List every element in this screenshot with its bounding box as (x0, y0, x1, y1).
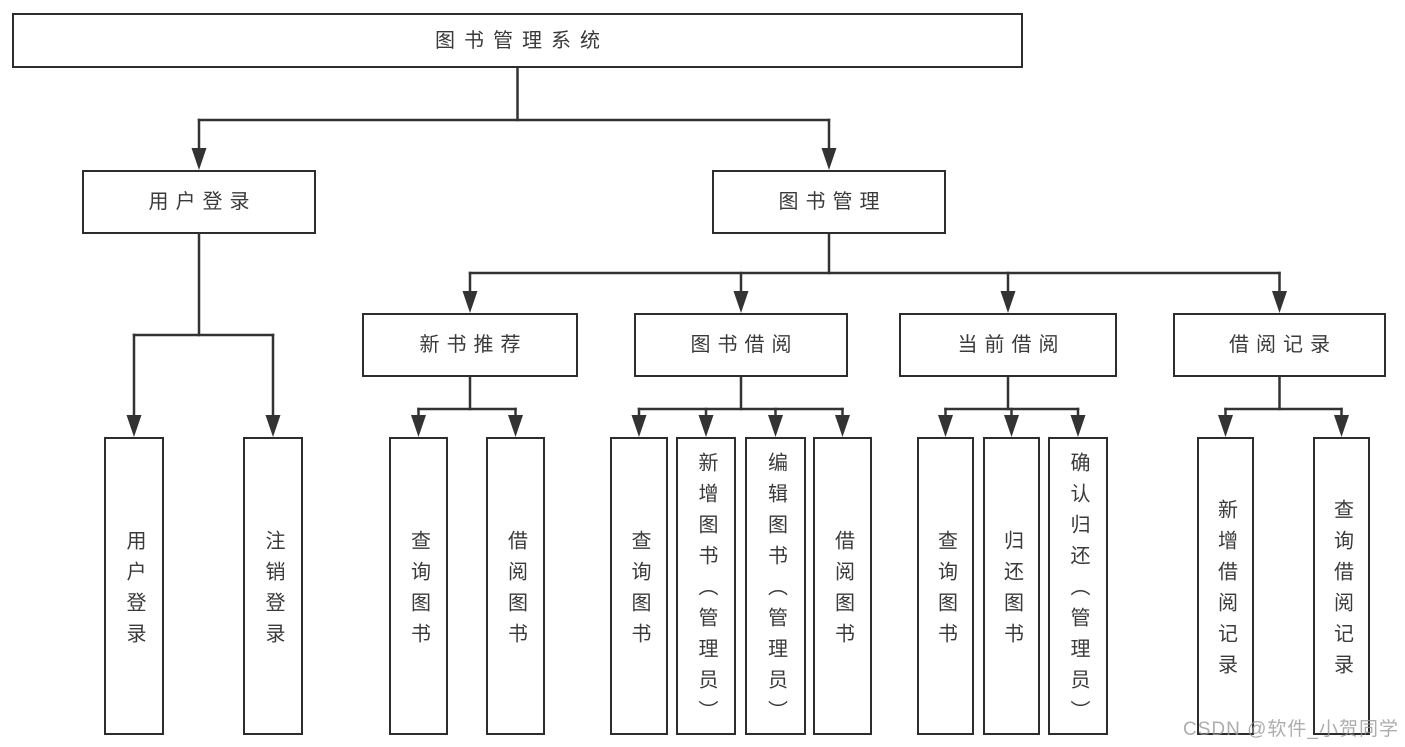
leaf-borrow-books-borrowing: 借阅图书 (813, 437, 872, 735)
arrowhead (768, 415, 783, 437)
arrowhead (462, 291, 478, 313)
leaf-query-books-recommend: 查询图书 (389, 437, 448, 735)
leaf-add-book-admin: 新增图书（管理员） (676, 437, 736, 735)
arrowhead (126, 415, 142, 437)
arrowhead (938, 415, 953, 437)
arrowhead (1070, 415, 1086, 437)
node-book-management: 图书管理 (712, 170, 946, 234)
arrowhead (835, 415, 850, 437)
node-new-book-recommend: 新书推荐 (362, 313, 578, 377)
arrowhead (1000, 291, 1016, 313)
node-user-login-module: 用户登录 (82, 170, 316, 234)
leaf-query-books-current: 查询图书 (917, 437, 974, 735)
node-book-borrowing: 图书借阅 (634, 313, 848, 377)
arrowhead (631, 415, 647, 437)
arrowhead (411, 415, 426, 437)
arrowhead (191, 148, 207, 170)
node-current-borrowing: 当前借阅 (899, 313, 1117, 377)
leaf-query-books-borrowing: 查询图书 (610, 437, 668, 735)
leaf-borrow-books-recommend: 借阅图书 (486, 437, 545, 735)
arrowhead (733, 291, 749, 313)
arrowhead (821, 148, 837, 170)
leaf-query-borrow-record: 查询借阅记录 (1313, 437, 1370, 735)
arrowhead (1334, 415, 1349, 437)
node-borrowing-records: 借阅记录 (1173, 313, 1386, 377)
leaf-confirm-return-admin: 确认归还（管理员） (1048, 437, 1108, 735)
arrowhead (1004, 415, 1019, 437)
node-root: 图书管理系统 (12, 13, 1023, 68)
leaf-logout: 注销登录 (243, 437, 303, 735)
leaf-add-borrow-record: 新增借阅记录 (1197, 437, 1254, 735)
leaf-user-login: 用户登录 (104, 437, 164, 735)
arrowhead (508, 415, 523, 437)
leaf-edit-book-admin: 编辑图书（管理员） (745, 437, 806, 735)
leaf-return-book: 归还图书 (983, 437, 1040, 735)
csdn-watermark: CSDN @软件_小贺同学 (1183, 719, 1399, 740)
arrowhead (698, 415, 714, 437)
arrowhead (265, 415, 281, 437)
arrowhead (1272, 291, 1287, 313)
arrowhead (1218, 415, 1233, 437)
